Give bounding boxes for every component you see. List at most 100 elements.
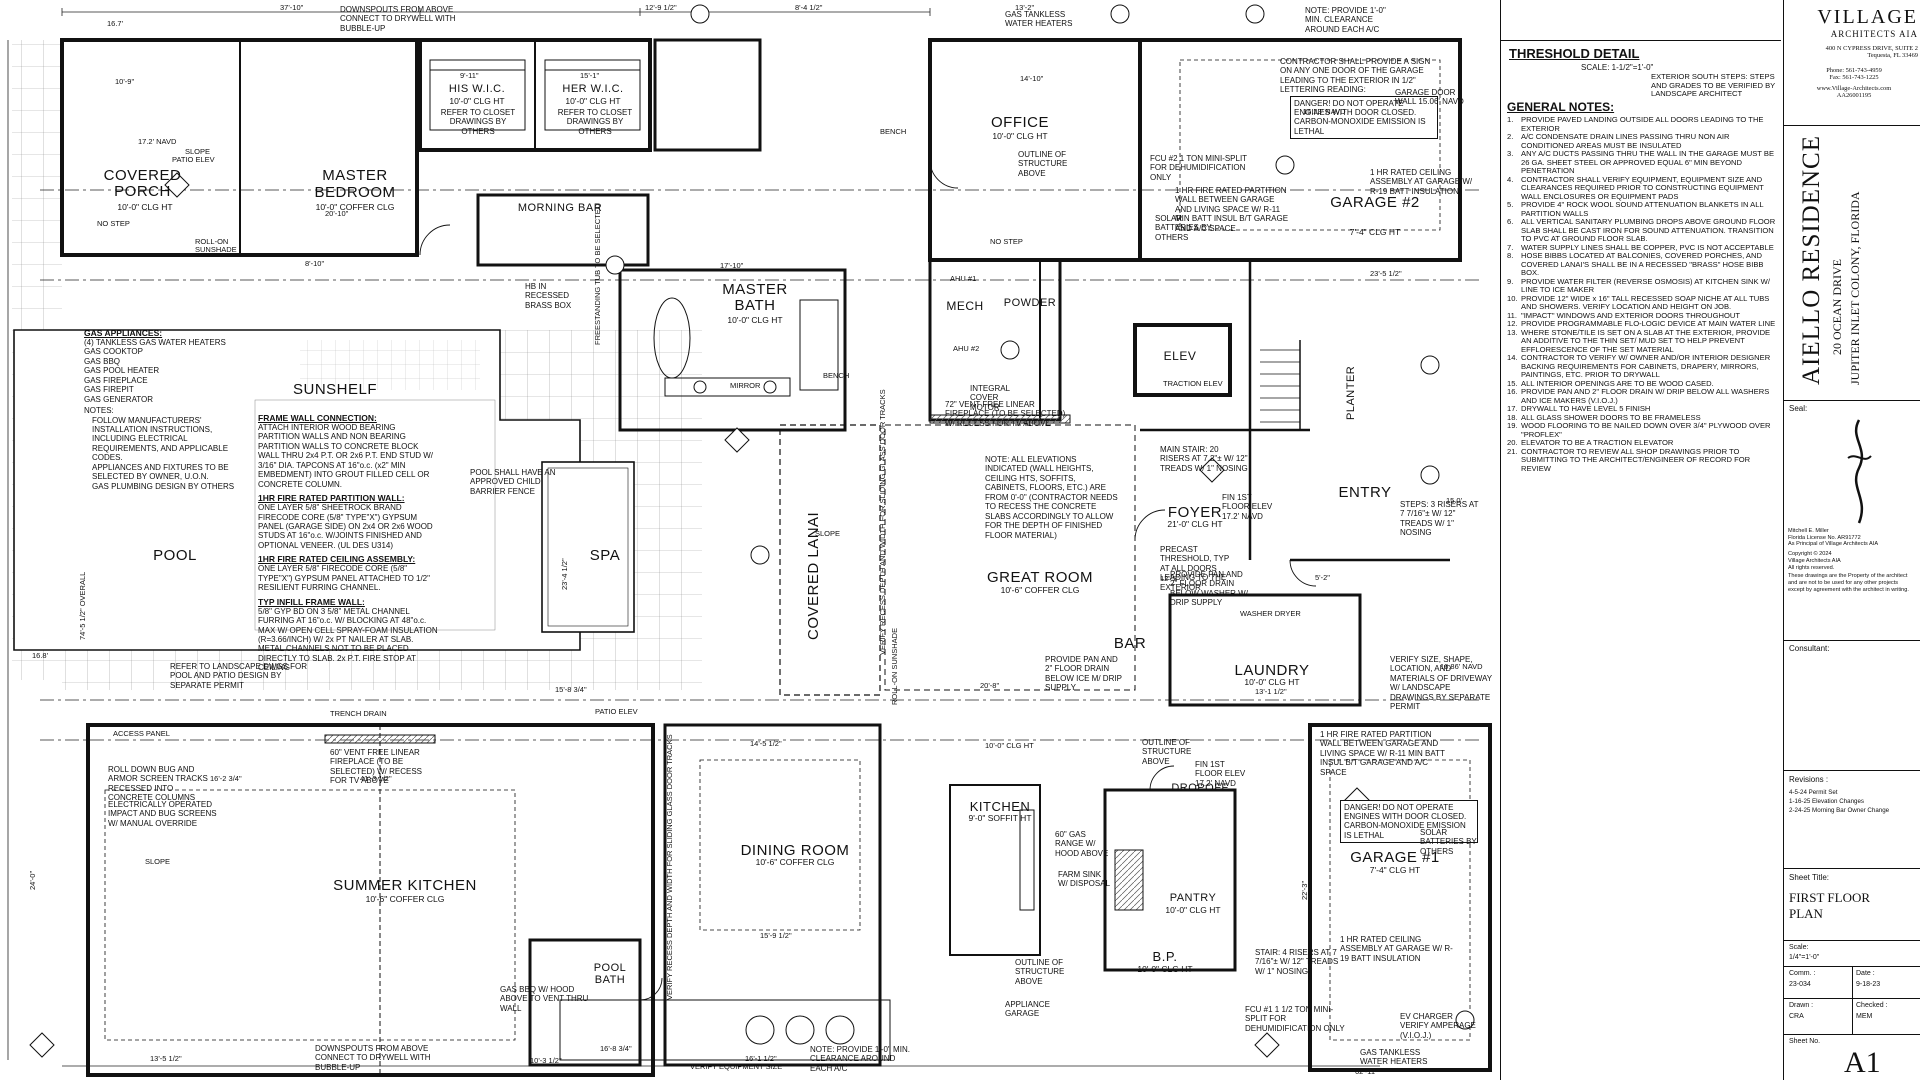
dim-spa: 23'-4 1/2" <box>560 558 569 590</box>
gas-appliance-item: GAS FIREPIT <box>84 385 134 395</box>
summer-kitchen-clg: 10'-6" COFFER CLG <box>365 894 445 904</box>
gas-notes-title: NOTES: <box>84 406 114 416</box>
sheet-number: A1 <box>1844 1046 1881 1079</box>
threshold-scale: SCALE: 1-1/2"=1'-0" <box>1581 63 1654 72</box>
room-foyer: FOYER <box>1167 504 1223 521</box>
room-pantry: PANTRY <box>1169 892 1217 904</box>
dim-bottom-1: 13'-5 1/2" <box>150 1054 182 1063</box>
room-laundry: LAUNDRY <box>1234 662 1310 679</box>
fireplace-note: 72" VENT FREE LINEAR FIREPLACE (TO BE SE… <box>945 400 1066 428</box>
room-pool-bath: POOL BATH <box>593 962 627 987</box>
outline-structure-kitchen: OUTLINE OF STRUCTURE ABOVE <box>1015 958 1065 986</box>
gas-appliance-item: GAS POOL HEATER <box>84 366 160 376</box>
gas-note-item: APPLIANCES AND FIXTURES TO BE SELECTED B… <box>92 462 229 482</box>
general-notes-list: 1.PROVIDE PAVED LANDING OUTSIDE ALL DOOR… <box>1507 115 1782 473</box>
master-bedroom-clg: 10'-0" COFFER CLG <box>315 202 395 212</box>
general-note-item: 19.WOOD FLOORING TO BE NAILED DOWN OVER … <box>1507 421 1771 439</box>
general-note-item: 14.CONTRACTOR TO VERIFY W/ OWNER AND/OR … <box>1507 353 1771 379</box>
gas-bbq-note: GAS BBQ W/ HOOD ABOVE TO VENT THRU WALL <box>500 985 589 1013</box>
mirror-label: MIRROR <box>730 381 761 390</box>
garage-door-elev-g2: GARAGE DOOR WALL 15.06' NAVD <box>1395 88 1464 107</box>
farm-sink-note: FARM SINK W/ DISPOSAL <box>1058 870 1111 889</box>
firm-subtitle: ARCHITECTS AIA <box>1830 29 1918 39</box>
danger-sign-g2: DANGER! DO NOT OPERATE ENGINES WITH DOOR… <box>1290 96 1438 139</box>
dim-bedroom-wall: 8'-10" <box>305 259 325 268</box>
revision-item: 4-5-24 Permit Set <box>1789 789 1838 796</box>
ev-charger-note: EV CHARGER VERIFY AMPERAGE (V.I.O.J.) <box>1400 1012 1476 1040</box>
title-block: VILLAGE ARCHITECTS AIA 400 N CYPRESS DRI… <box>1783 0 1920 1080</box>
room-elev: ELEV <box>1163 349 1197 363</box>
gas-appliances-title: GAS APPLIANCES: <box>84 328 163 338</box>
garage-2-sign-note: CONTRACTOR SHALL PROVIDE A SIGN ON ANY O… <box>1280 57 1431 95</box>
fire-ceiling-body: ONE LAYER 5/8" FIRECODE CORE (5/8" TYPE"… <box>258 564 430 593</box>
seal-signer: Mitchell E. Miller <box>1788 528 1829 534</box>
ahu-2-label: AHU #2 <box>953 344 980 353</box>
pantry-ht: 10'-0" CLG HT <box>1165 905 1221 915</box>
general-note-item: 3.ANY A/C DUCTS PASSING THRU THE WALL IN… <box>1507 149 1775 175</box>
project-city: JUPITER INLET COLONY, FLORIDA <box>1848 191 1862 385</box>
elev-garage-2: 15.23' NAVD <box>1303 107 1346 116</box>
ahu-1-label: AHU #1 <box>950 274 977 283</box>
dim-porch: 10'-9" <box>115 77 135 86</box>
dim-top-1: 37'-10" <box>280 3 304 12</box>
infill-wall-title: TYP INFILL FRAME WALL: <box>258 596 365 607</box>
clg-ht-hall: 10'-0" CLG HT <box>985 741 1034 750</box>
dim-dining: 15'-9 1/2" <box>760 931 792 940</box>
threshold-steps-note: EXTERIOR SOUTH STEPS: STEPS AND GRADES T… <box>1651 72 1776 99</box>
patio-elev-porch: PATIO ELEV <box>172 155 215 164</box>
general-note-item: 5.PROVIDE 4" ROCK WOOL SOUND ATTENUATION… <box>1507 200 1764 218</box>
room-covered-porch: COVERED PORCH <box>103 167 182 200</box>
dim-her-wic: 15'-1" <box>580 71 600 80</box>
seal-license: Florida License No. AR91772 <box>1788 534 1861 541</box>
precast-note: PRECAST THRESHOLD, TYP AT ALL DOORS LEAD… <box>1160 545 1230 592</box>
elev-16-8: 16.8' <box>32 651 49 660</box>
general-note-item: 20.ELEVATOR TO BE A TRACTION ELEVATOR <box>1507 438 1674 447</box>
seal-text: Mitchell E. Miller Florida License No. A… <box>1788 528 1916 593</box>
fire-partition-title: 1HR FIRE RATED PARTITION WALL: <box>258 493 405 504</box>
date-label: Date : <box>1856 970 1875 977</box>
drawn-value: CRA <box>1789 1013 1804 1020</box>
gas-appliance-item: (4) TANKLESS GAS WATER HEATERS <box>84 338 226 348</box>
gas-notes-list: FOLLOW MANUFACTURERS' INSTALLATION INSTR… <box>84 416 249 492</box>
tankless-note-bottom: GAS TANKLESS WATER HEATERS <box>1360 1048 1428 1067</box>
garage-2-fire-wall-note: 1 HR FIRE RATED PARTITION WALL BETWEEN G… <box>1175 186 1289 233</box>
room-bar: BAR <box>1113 635 1147 652</box>
gas-appliance-item: GAS BBQ <box>84 356 121 366</box>
elev-driveway: 16.86' NAVD <box>1440 662 1483 671</box>
room-dropoff: DROPOFF <box>1171 782 1229 794</box>
gas-appliances-note: GAS APPLIANCES: (4) TANKLESS GAS WATER H… <box>84 328 249 491</box>
downspouts-note-top: DOWNSPOUTS FROM ABOVE CONNECT TO DRYWELL… <box>340 5 456 33</box>
door-swings <box>419 159 1317 1001</box>
scale-label: Scale: <box>1789 944 1809 951</box>
general-note-item: 15.ALL INTERIOR OPENINGS ARE TO BE WOOD … <box>1507 378 1714 388</box>
laundry-ht: 10'-0" CLG HT <box>1244 677 1300 687</box>
washer-pan-note: PROVIDE PAN AND 2" FLOOR DRAIN BELOW WAS… <box>1170 570 1248 608</box>
main-stair-note: MAIN STAIR: 20 RISERS AT 7.2"± W/ 12" TR… <box>1160 445 1248 473</box>
office-ht: 10'-0" CLG HT <box>992 131 1048 141</box>
hb-recessed-note: HB IN RECESSED BRASS BOX <box>525 282 572 310</box>
room-pool: POOL <box>153 547 197 564</box>
firm-address-2: Tequesta, FL 33469 <box>1867 52 1918 59</box>
seal-label: Seal: <box>1789 404 1808 413</box>
gas-appliance-item: GAS GENERATOR <box>84 394 154 404</box>
checked-label: Checked : <box>1856 1002 1888 1009</box>
closet-shelving <box>429 59 641 131</box>
room-kitchen: KITCHEN <box>969 799 1031 814</box>
room-entry: ENTRY <box>1338 484 1392 501</box>
sheet-title-line-2: PLAN <box>1789 906 1823 921</box>
his-wic-note: REFER TO CLOSET DRAWINGS BY OTHERS <box>440 108 516 136</box>
her-wic-ht: 10'-0" CLG HT <box>565 96 621 106</box>
copyright: Copyright © 2024 <box>1788 551 1832 558</box>
gas-note-item: FOLLOW MANUFACTURERS' INSTALLATION INSTR… <box>92 415 229 463</box>
bench-label-hall: BENCH <box>880 127 907 136</box>
outline-structure-foyer: OUTLINE OF STRUCTURE ABOVE <box>1142 738 1192 766</box>
firm-name: VILLAGE <box>1817 6 1918 28</box>
pool-barrier-note: POOL SHALL HAVE AN APPROVED CHILD BARRIE… <box>470 468 556 496</box>
dining-room-clg: 10'-6" COFFER CLG <box>755 857 835 867</box>
dim-summer-height: 24'-0" <box>28 870 37 890</box>
dim-pool-deck: 15'-8 3/4" <box>555 685 587 694</box>
general-note-item: 1.PROVIDE PAVED LANDING OUTSIDE ALL DOOR… <box>1507 115 1764 133</box>
elevations-note: NOTE: ALL ELEVATIONS INDICATED (WALL HEI… <box>985 455 1118 540</box>
garage-outlines <box>104 59 1471 1041</box>
